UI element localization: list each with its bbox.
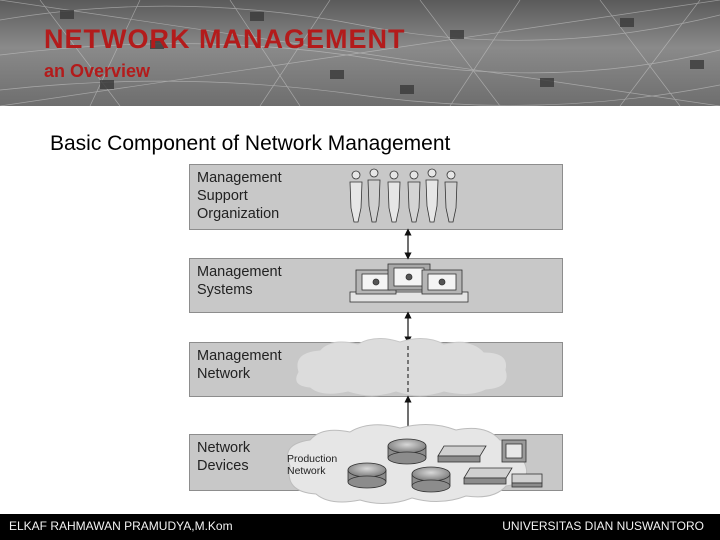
computer-workstations-icon <box>349 263 469 303</box>
production-network-label: Production Network <box>287 453 338 477</box>
layer-label: Management Network <box>197 348 282 382</box>
header-subtitle: an Overview <box>44 61 151 81</box>
header-banner: NETWORK MANAGEMENT an Overview <box>0 0 720 106</box>
firewall-icon <box>501 439 527 463</box>
router-switch-icon <box>347 438 543 493</box>
layer-label: Management Support Organization <box>197 170 282 222</box>
layer-label: Management Systems <box>197 264 282 298</box>
cloud-icon <box>295 338 508 397</box>
slide-title: Basic Component of Network Management <box>50 132 451 155</box>
router-icon <box>411 466 451 493</box>
switch-icon <box>463 467 513 485</box>
layer-label: Network Devices <box>197 440 251 474</box>
header-title: NETWORK MANAGEMENT <box>44 24 406 54</box>
footer-bar: ELKAF RAHMAWAN PRAMUDYA,M.Kom UNIVERSITA… <box>0 514 720 540</box>
switch-icon <box>437 445 487 463</box>
footer-institution: UNIVERSITAS DIAN NUSWANTORO <box>502 519 704 533</box>
router-icon <box>347 462 387 489</box>
network-mesh-background <box>0 0 720 106</box>
router-icon <box>387 438 427 465</box>
footer-author: ELKAF RAHMAWAN PRAMUDYA,M.Kom <box>9 519 233 533</box>
people-icon <box>349 168 458 223</box>
hub-icon <box>511 473 543 488</box>
